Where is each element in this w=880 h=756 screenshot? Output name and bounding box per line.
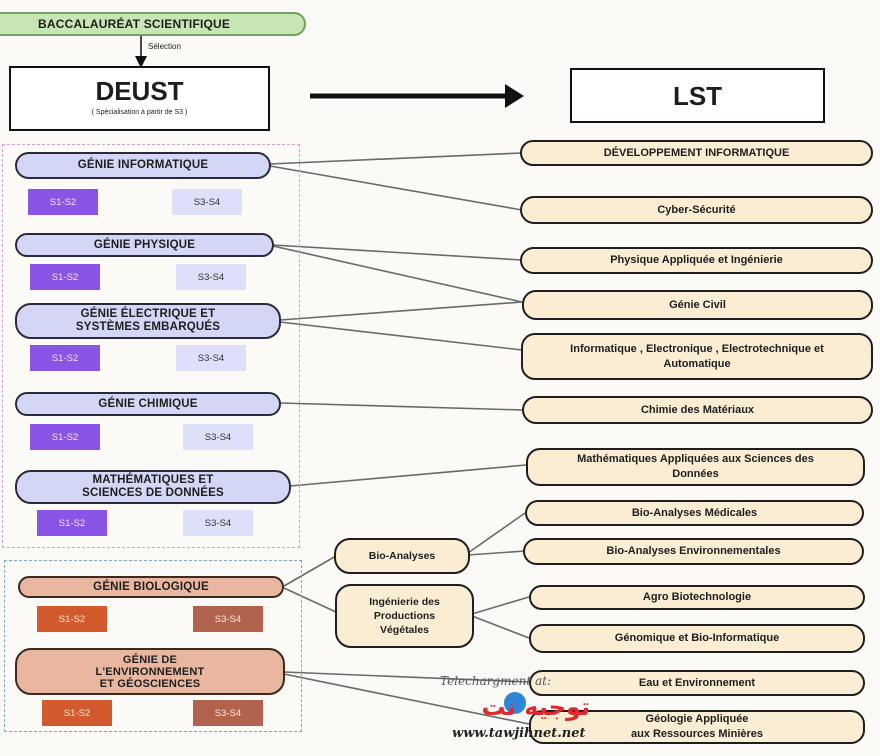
deust-group-bio-geo (4, 560, 302, 732)
deust-node: GÉNIE ÉLECTRIQUE ET SYSTÈMES EMBARQUÉS (15, 303, 281, 339)
semester-badge: S3-S4 (176, 345, 246, 371)
lst-node: Génie Civil (522, 290, 873, 320)
lst-node-label: Cyber-Sécurité (657, 203, 736, 216)
semester-badge: S3-S4 (172, 189, 242, 215)
intermediate-node: Bio-Analyses (334, 538, 470, 574)
intermediate-node: Ingénierie des Productions Végétales (335, 584, 474, 648)
deust-title: DEUST (95, 76, 184, 106)
lst-node-label: Génomique et Bio-Informatique (614, 632, 780, 644)
deust-node-label: GÉNIE PHYSIQUE (93, 238, 196, 251)
lst-node-label: Géologie Appliquée aux Ressources Minièr… (630, 713, 764, 740)
watermark-logo: توجيه نت (482, 692, 590, 721)
lst-node: Mathématiques Appliquées aux Sciences de… (526, 448, 865, 486)
lst-node: Génomique et Bio-Informatique (529, 624, 865, 653)
lst-node-label: Bio-Analyses Environnementales (606, 545, 781, 557)
deust-node: MATHÉMATIQUES ET SCIENCES DE DONNÉES (15, 470, 291, 504)
lst-node: DÉVELOPPEMENT INFORMATIQUE (520, 140, 873, 166)
lst-node-label: Informatique , Electronique , Electrotec… (570, 342, 824, 370)
lst-node: Physique Appliquée et Ingénierie (520, 247, 873, 274)
deust-node: GÉNIE PHYSIQUE (15, 233, 274, 257)
lst-node-label: Eau et Environnement (638, 676, 756, 689)
intermediate-node-label: Ingénierie des Productions Végétales (369, 596, 440, 636)
lst-node-label: Agro Biotechnologie (642, 591, 752, 603)
deust-node-label: GÉNIE DE L'ENVIRONNEMENT ET GÉOSCIENCES (95, 653, 205, 690)
semester-badge: S1-S2 (37, 510, 107, 536)
deust-node-label: GÉNIE CHIMIQUE (98, 397, 198, 410)
lst-node-label: Mathématiques Appliquées aux Sciences de… (577, 453, 814, 480)
lst-node: Bio-Analyses Médicales (525, 500, 864, 526)
lst-node: Eau et Environnement (529, 670, 865, 696)
deust-to-lst-arrowhead (505, 84, 524, 108)
lst-node-label: Physique Appliquée et Ingénierie (610, 254, 783, 266)
deust-node: GÉNIE CHIMIQUE (15, 392, 281, 416)
lst-title: LST (672, 81, 723, 111)
lst-node: Cyber-Sécurité (520, 196, 873, 224)
deust-node-label: GÉNIE ÉLECTRIQUE ET SYSTÈMES EMBARQUÉS (75, 308, 221, 333)
lst-node-label: Bio-Analyses Médicales (631, 506, 758, 519)
semester-badge: S3-S4 (193, 606, 263, 632)
semester-badge: S3-S4 (183, 510, 253, 536)
deust-header-box: DEUST ( Spécialisation à partir de S3 ) (9, 66, 270, 131)
lst-node: Bio-Analyses Environnementales (523, 538, 864, 565)
deust-node: GÉNIE DE L'ENVIRONNEMENT ET GÉOSCIENCES (15, 648, 285, 695)
baccalaureat-node: BACCALAURÉAT SCIENTIFIQUE (0, 12, 306, 36)
lst-node: Informatique , Electronique , Electrotec… (521, 333, 873, 380)
intermediate-node-label: Bio-Analyses (368, 550, 436, 562)
lst-header-box: LST (570, 68, 825, 123)
semester-badge: S1-S2 (37, 606, 107, 632)
semester-badge: S1-S2 (30, 345, 100, 371)
lst-node: Géologie Appliquée aux Ressources Minièr… (529, 710, 865, 744)
lst-node: Agro Biotechnologie (529, 585, 865, 610)
deust-node-label: GÉNIE BIOLOGIQUE (93, 580, 209, 593)
semester-badge: S3-S4 (176, 264, 246, 290)
lst-node-label: Génie Civil (669, 298, 726, 311)
watermark-logo-text: توجيه نت (482, 693, 590, 721)
watermark-url: www.tawjihnet.net (452, 726, 586, 741)
semester-badge: S1-S2 (30, 424, 100, 450)
deust-node: GÉNIE INFORMATIQUE (15, 152, 271, 179)
semester-badge: S3-S4 (193, 700, 263, 726)
lst-node: Chimie des Matériaux (522, 396, 873, 424)
deust-subtitle: ( Spécialisation à partir de S3 ) (91, 109, 188, 116)
deust-node: GÉNIE BIOLOGIQUE (18, 576, 284, 598)
watermark-caption: Telechargment at: (440, 674, 551, 688)
semester-badge: S1-S2 (42, 700, 112, 726)
deust-group-engineering (2, 144, 300, 548)
semester-badge: S3-S4 (183, 424, 253, 450)
semester-badge: S1-S2 (30, 264, 100, 290)
deust-node-label: MATHÉMATIQUES ET SCIENCES DE DONNÉES (82, 474, 224, 499)
deust-node-label: GÉNIE INFORMATIQUE (77, 159, 209, 171)
semester-badge: S1-S2 (28, 189, 98, 215)
lst-node-label: DÉVELOPPEMENT INFORMATIQUE (603, 146, 790, 159)
lst-node-label: Chimie des Matériaux (640, 403, 755, 416)
selection-label: Sélection (148, 42, 181, 51)
